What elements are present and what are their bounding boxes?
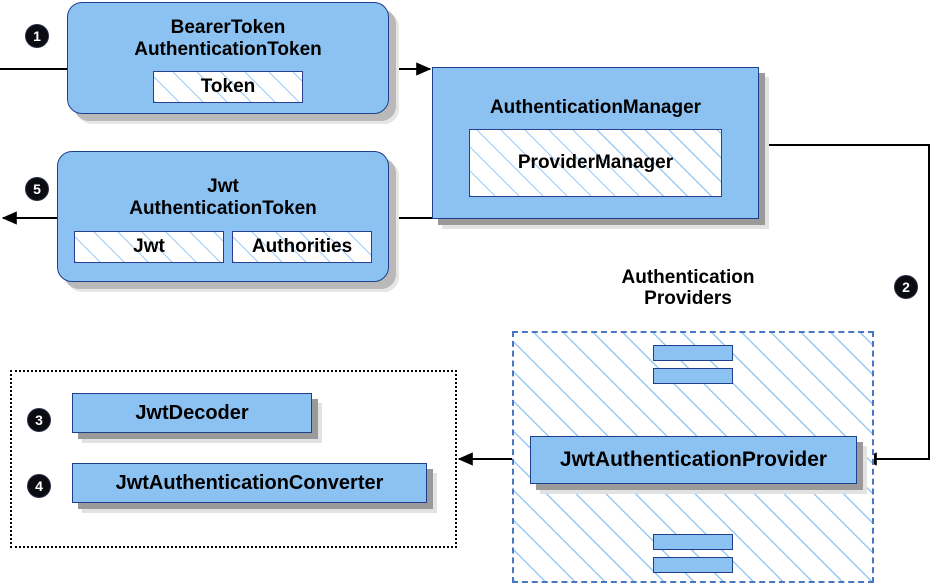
node-bearer-token-title: BearerToken AuthenticationToken (134, 17, 322, 60)
node-bearer-token-authentication-token[interactable]: BearerToken AuthenticationToken Token (67, 2, 389, 114)
node-jwt-decoder[interactable]: JwtDecoder (72, 393, 312, 433)
node-jwt-authentication-token-inner-authorities: Authorities (232, 230, 372, 263)
provider-bar-bottom-2 (653, 557, 733, 573)
node-authentication-manager-title: AuthenticationManager (489, 97, 702, 119)
connector-manager-to-provider (759, 144, 930, 466)
node-jwt-authentication-token[interactable]: Jwt AuthenticationToken Jwt Authorities (57, 151, 389, 282)
step-badge-3: 3 (28, 409, 50, 431)
step-badge-5: 5 (26, 178, 48, 200)
step-badge-2: 2 (895, 276, 917, 298)
step-badge-4: 4 (28, 475, 50, 497)
node-bearer-token-inner-token: Token (153, 70, 303, 103)
node-jwt-authentication-token-inner-jwt: Jwt (74, 230, 224, 263)
provider-bar-bottom-1 (653, 534, 733, 550)
node-authentication-manager-inner-provider-manager: ProviderManager (469, 128, 722, 197)
step-badge-1: 1 (26, 25, 48, 47)
node-jwt-authentication-converter[interactable]: JwtAuthenticationConverter (72, 463, 427, 503)
node-jwt-authentication-token-inner-row: Jwt Authorities (74, 230, 372, 263)
node-jwt-authentication-token-title: Jwt AuthenticationToken (129, 176, 317, 219)
authentication-providers-caption: Authentication Providers (621, 267, 755, 309)
provider-bar-top-2 (653, 368, 733, 384)
provider-bar-top-1 (653, 345, 733, 361)
node-jwt-authentication-provider[interactable]: JwtAuthenticationProvider (530, 436, 857, 484)
beans-region (10, 370, 457, 548)
node-authentication-manager[interactable]: AuthenticationManager ProviderManager (432, 67, 759, 219)
